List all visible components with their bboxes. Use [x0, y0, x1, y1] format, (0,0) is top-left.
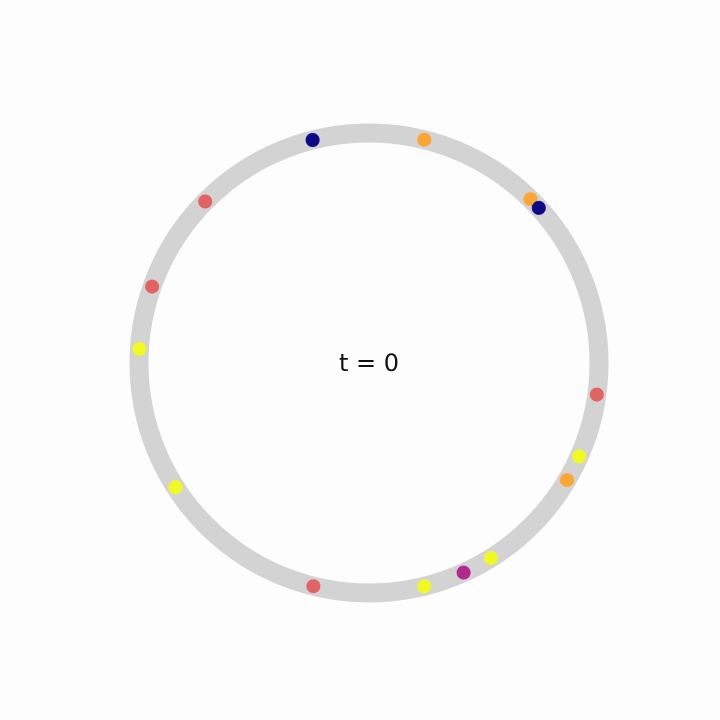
ring-track	[129, 123, 609, 603]
ring-point	[132, 342, 147, 356]
ring-point	[145, 279, 160, 294]
ring-point	[417, 132, 432, 147]
ring-point	[560, 473, 574, 488]
points-layer	[132, 132, 604, 594]
ring-point	[523, 192, 538, 207]
ring-point	[168, 480, 183, 495]
time-label: t = 0	[339, 349, 399, 377]
ring-point	[417, 579, 432, 594]
ring-point	[198, 194, 213, 209]
ring-point	[306, 579, 321, 594]
ring-point	[531, 200, 546, 215]
ring-point	[572, 449, 587, 464]
ring-point	[456, 565, 471, 580]
ring-point	[483, 551, 498, 566]
ring-point	[305, 133, 320, 147]
ring-point	[589, 387, 604, 402]
